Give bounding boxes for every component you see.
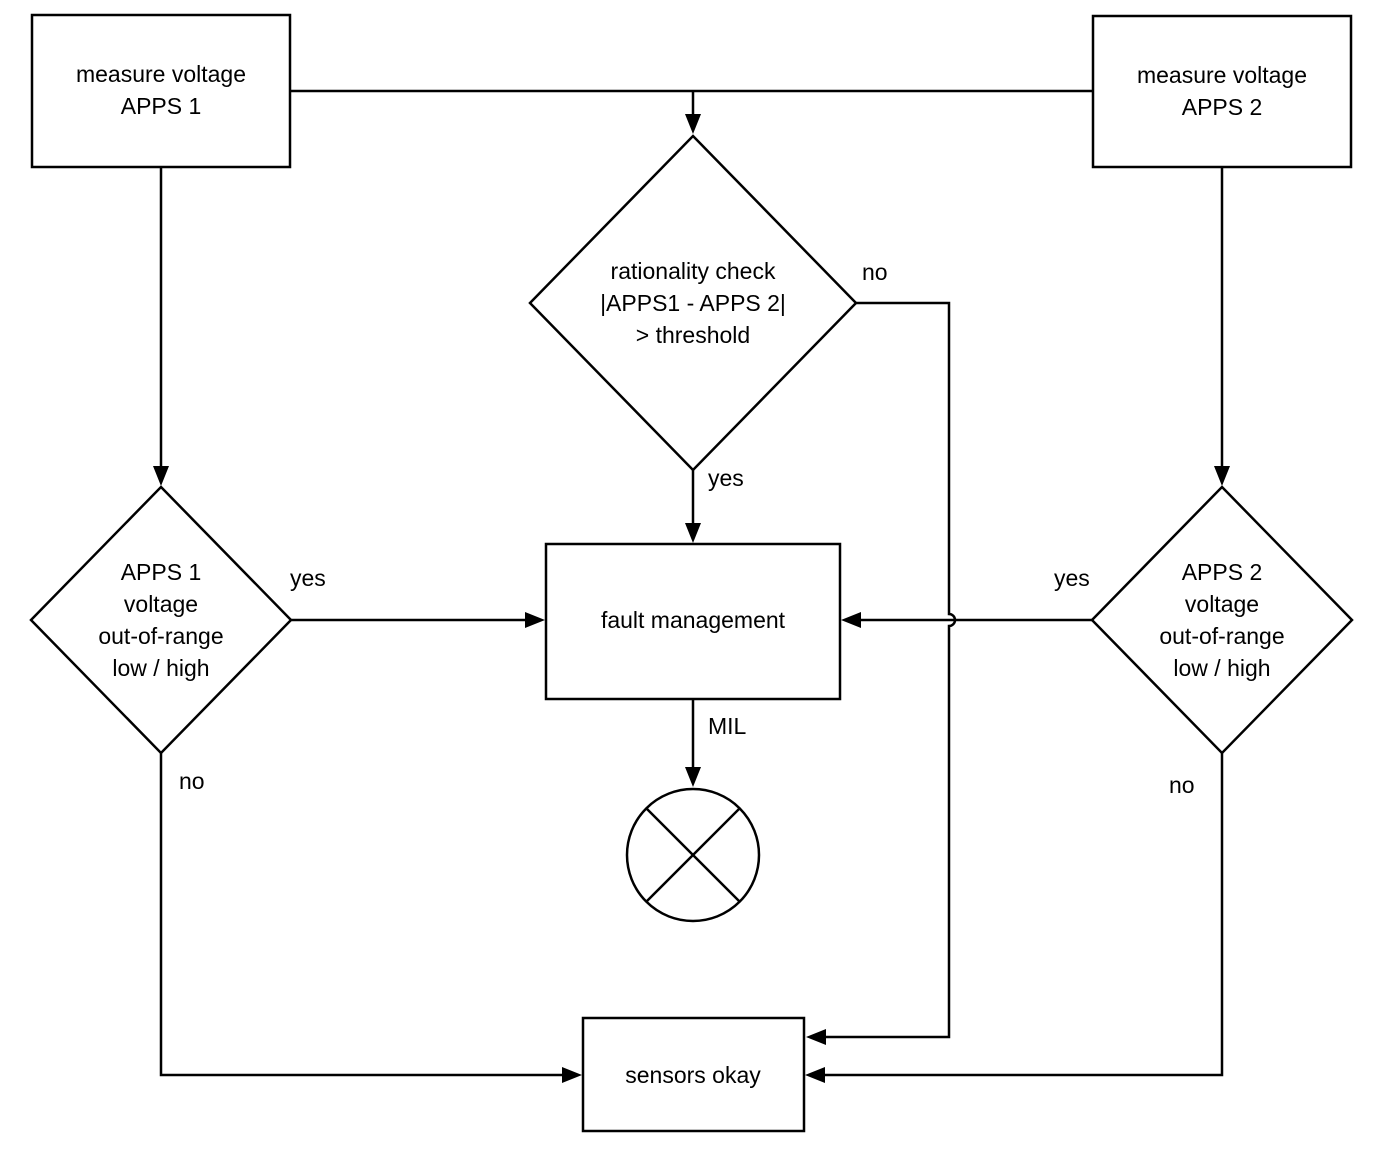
label-rationality-check: rationality check |APPS1 - APPS 2| > thr… (600, 255, 786, 351)
text-line: APPS 2 (1181, 559, 1263, 585)
text-line: rationality check (610, 258, 776, 284)
edge-label-mil: MIL (708, 713, 747, 739)
edge-label-apps2-yes: yes (1054, 565, 1090, 591)
box-sensors-okay (581, 1016, 806, 1133)
box-measure-apps2 (1091, 14, 1353, 169)
text-line: > threshold (635, 322, 751, 348)
text-line: APPS 1 (120, 559, 202, 585)
text-line: APPS 1 (120, 93, 202, 119)
label-fault-management: fault management (600, 607, 786, 633)
arrowhead-sensors-right-upper (806, 1029, 826, 1045)
text-line: voltage (123, 591, 199, 617)
label-apps2-range: APPS 2 voltage out-of-range low / high (1159, 556, 1284, 684)
text-line: voltage (1184, 591, 1260, 617)
text-line: APPS 2 (1181, 94, 1263, 120)
label-measure-apps1: measure voltage APPS 1 (76, 58, 246, 122)
arrowhead-rationality (685, 114, 701, 134)
box-fault-management (544, 542, 842, 701)
lamp-x-icon (625, 787, 761, 923)
text-line: out-of-range (1159, 623, 1285, 649)
edge-label-apps1-no: no (179, 768, 205, 794)
text-line: low / high (1173, 655, 1271, 681)
text-line: out-of-range (98, 623, 224, 649)
edge-label-apps2-no: no (1169, 772, 1195, 798)
text-line: |APPS1 - APPS 2| (600, 290, 786, 316)
arrowhead-mil (685, 767, 701, 787)
arrowhead-sensors-right (805, 1067, 825, 1083)
text-line: low / high (112, 655, 210, 681)
edge-label-apps1-yes: yes (290, 565, 326, 591)
label-measure-apps2: measure voltage APPS 2 (1137, 59, 1307, 123)
arrowhead-fault-left (525, 612, 545, 628)
edge-measure-to-rationality (290, 89, 1093, 118)
arrowhead-sensors-left (562, 1067, 582, 1083)
edge-label-rationality-yes: yes (708, 465, 744, 491)
arrowhead-apps2-diamond (1214, 466, 1230, 486)
text-line: measure voltage (75, 61, 247, 87)
text-line: measure voltage (1136, 62, 1308, 88)
lamp-cross-b (645, 807, 741, 903)
edge-apps1-no (159, 753, 565, 1077)
edge-rationality-no (822, 301, 957, 1039)
edge-apps2-no (822, 753, 1224, 1077)
arrowhead-apps1-diamond (153, 466, 169, 486)
edge-label-rationality-no: no (862, 259, 888, 285)
arrowhead-fault-top (685, 523, 701, 543)
label-apps1-range: APPS 1 voltage out-of-range low / high (98, 556, 223, 684)
arrowhead-fault-right (841, 612, 861, 628)
label-sensors-okay: sensors okay (625, 1062, 761, 1088)
box-measure-apps1 (30, 13, 292, 169)
